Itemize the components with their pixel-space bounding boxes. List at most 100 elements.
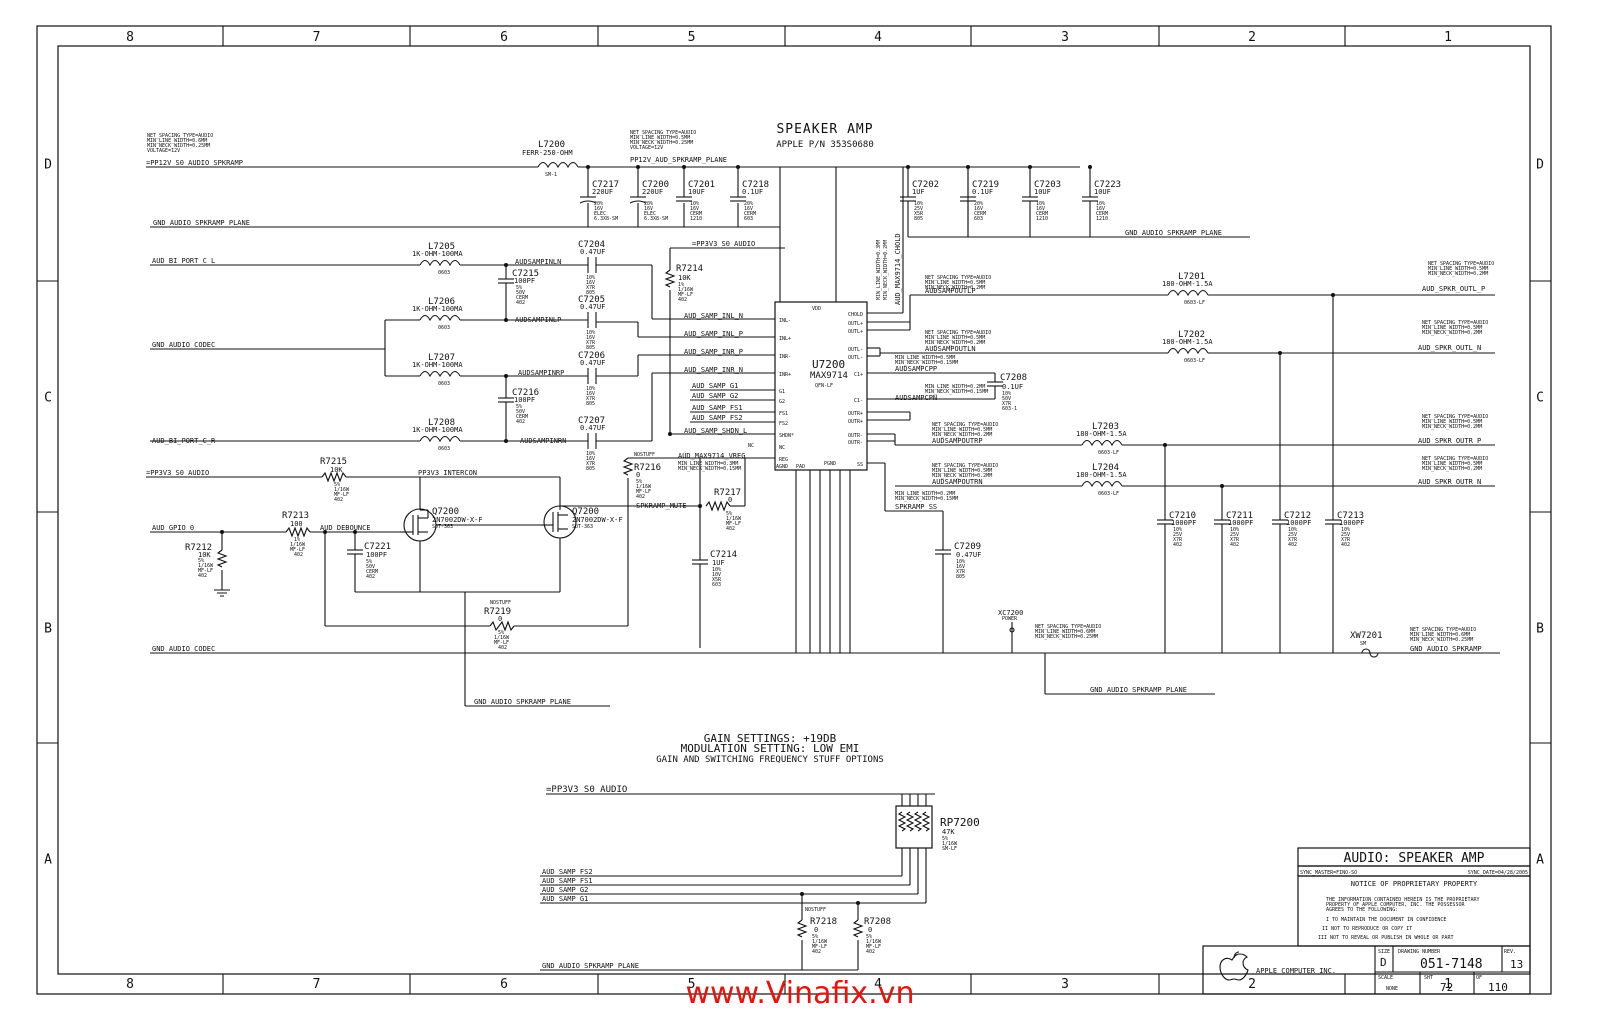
svg-text:16V: 16V bbox=[1036, 206, 1045, 212]
svg-text:CERM: CERM bbox=[516, 295, 528, 301]
svg-text:10%: 10% bbox=[1288, 527, 1297, 533]
svg-text:180-OHM-1.5A: 180-OHM-1.5A bbox=[1076, 471, 1127, 479]
net-note: MIN_LINE_WIDTH=0.5MM bbox=[1422, 325, 1482, 331]
svg-text:20%: 20% bbox=[644, 201, 653, 207]
svg-text:1%: 1% bbox=[678, 282, 684, 288]
net-vreg: AUD_MAX9714_VREG bbox=[678, 452, 745, 460]
part-number: APPLE P/N 353S0680 bbox=[776, 140, 874, 150]
title-block: AUDIO: SPEAKER AMP SYNC_MASTER=FINO-SO S… bbox=[1202, 847, 1531, 995]
svg-text:5%: 5% bbox=[726, 511, 732, 517]
svg-text:OF: OF bbox=[1476, 975, 1482, 981]
col-marker-bottom: 7 bbox=[313, 977, 321, 992]
svg-text:CERM: CERM bbox=[1096, 211, 1108, 217]
svg-text:0: 0 bbox=[728, 496, 732, 504]
net-samp-g2: AUD_SAMP_G2 bbox=[692, 392, 738, 400]
svg-text:0.47UF: 0.47UF bbox=[580, 248, 605, 256]
svg-text:L7200: L7200 bbox=[538, 140, 565, 150]
ic-pin-label: G1 bbox=[779, 389, 785, 395]
svg-text:1/16W: 1/16W bbox=[334, 487, 350, 493]
svg-text:0603: 0603 bbox=[438, 446, 450, 452]
svg-text:APPLE COMPUTER INC.: APPLE COMPUTER INC. bbox=[1256, 967, 1336, 975]
svg-text:SCALE: SCALE bbox=[1378, 975, 1393, 981]
svg-text:10%: 10% bbox=[1036, 201, 1045, 207]
net-note: MIN_LINE_WIDTH=0.5MM bbox=[1422, 419, 1482, 425]
net-note: MIN_NECK_WIDTH=0.25MM bbox=[630, 140, 693, 146]
svg-text:PROPERTY OF APPLE COMPUTER, IN: PROPERTY OF APPLE COMPUTER, INC. THE POS… bbox=[1326, 902, 1465, 908]
col-marker-top: 1 bbox=[1444, 30, 1452, 45]
row-marker-left: A bbox=[44, 853, 52, 868]
svg-text:SYNC_MASTER=FINO-SO: SYNC_MASTER=FINO-SO bbox=[1300, 870, 1357, 876]
net-inrn: AUDSAMPINRN bbox=[520, 437, 566, 445]
net-samp-fs2-bottom: AUD_SAMP_FS2 bbox=[542, 868, 593, 876]
net-outlp: AUDSAMPOUTLP bbox=[925, 287, 976, 295]
ic-pin-label: OUTR+ bbox=[848, 411, 863, 417]
svg-text:D: D bbox=[1380, 956, 1387, 969]
svg-text:R7218: R7218 bbox=[810, 917, 837, 927]
net-note: MIN_NECK_WIDTH=0.2MM bbox=[1422, 424, 1482, 430]
svg-text:10%: 10% bbox=[1230, 527, 1239, 533]
net-note: NET_SPACING_TYPE=AUDIO bbox=[1428, 261, 1494, 267]
net-note: MIN_NECK_WIDTH=0.2MM bbox=[1422, 466, 1482, 472]
svg-text:CERM: CERM bbox=[744, 211, 756, 217]
svg-text:MF-LF: MF-LF bbox=[678, 292, 693, 298]
svg-text:SM-1: SM-1 bbox=[545, 172, 557, 178]
svg-text:5%: 5% bbox=[334, 482, 340, 488]
svg-text:50V: 50V bbox=[1002, 396, 1011, 402]
svg-text:VDD: VDD bbox=[812, 306, 821, 312]
net-inrp: AUDSAMPINRP bbox=[518, 369, 564, 377]
resistor-R7218: NOSTUFF R7218 0 5% 1/16W MF-LF 402 bbox=[796, 907, 837, 955]
svg-text:0.1UF: 0.1UF bbox=[1002, 383, 1023, 391]
net-note: NET_SPACING_TYPE=AUDIO bbox=[932, 422, 998, 428]
col-marker-bottom: 2 bbox=[1248, 977, 1256, 992]
svg-text:16V: 16V bbox=[586, 456, 595, 462]
svg-text:20%: 20% bbox=[974, 201, 983, 207]
row-marker-right: B bbox=[1536, 622, 1544, 637]
net-note: MIN_LINE_WIDTH=0.6MM bbox=[1410, 632, 1470, 638]
ic-U7200: U7200 MAX9714 QFN-LF VDD INL-INL+INR-INR… bbox=[774, 301, 868, 471]
svg-text:X5R: X5R bbox=[914, 211, 924, 217]
svg-text:603: 603 bbox=[712, 582, 721, 588]
svg-text:5%: 5% bbox=[636, 479, 642, 485]
net-note: NET_SPACING_TYPE=AUDIO bbox=[932, 463, 998, 469]
svg-text:180-OHM-1.5A: 180-OHM-1.5A bbox=[1162, 280, 1213, 288]
svg-text:603: 603 bbox=[744, 216, 753, 222]
net-outrp: AUDSAMPOUTRP bbox=[932, 437, 983, 445]
net-note: MIN_LINE_WIDTH=0.6MM bbox=[1035, 629, 1095, 635]
svg-text:C7206: C7206 bbox=[578, 351, 605, 361]
row-marker-right: D bbox=[1536, 158, 1544, 173]
svg-text:NONE: NONE bbox=[1386, 986, 1398, 992]
svg-text:72: 72 bbox=[1440, 981, 1453, 994]
svg-text:5%: 5% bbox=[866, 934, 872, 940]
net-gpio: AUD_GPIO_0 bbox=[152, 524, 194, 532]
net-samp-inr-p: AUD_SAMP_INR_P bbox=[684, 348, 743, 356]
svg-text:CERM: CERM bbox=[974, 211, 986, 217]
pin-agnd-label: AGND bbox=[776, 464, 788, 470]
ic-pin-label: C1- bbox=[854, 398, 863, 404]
short-XW7201: XW7201 SM bbox=[1350, 631, 1383, 658]
svg-text:FERR-250-OHM: FERR-250-OHM bbox=[522, 149, 573, 157]
svg-text:16V: 16V bbox=[594, 206, 603, 212]
svg-text:X7R: X7R bbox=[586, 461, 596, 467]
net-note: MIN_NECK_WIDTH=0.2MM bbox=[883, 240, 889, 300]
svg-text:25V: 25V bbox=[1341, 532, 1350, 538]
svg-text:C7209: C7209 bbox=[954, 542, 981, 552]
svg-text:C7212: C7212 bbox=[1284, 511, 1311, 521]
watermark: www.Vinafix.vn bbox=[685, 976, 915, 1011]
svg-text:DRAWING NUMBER: DRAWING NUMBER bbox=[1398, 949, 1441, 955]
svg-text:47K: 47K bbox=[942, 828, 955, 836]
ic-pin-label: CHOLD bbox=[848, 312, 863, 318]
svg-text:25V: 25V bbox=[914, 206, 923, 212]
net-note: MIN_LINE_WIDTH=0.5MM bbox=[630, 135, 690, 141]
ground-symbol bbox=[214, 589, 230, 597]
ic-pin-label: INL- bbox=[779, 318, 791, 324]
net-note: MIN_NECK_WIDTH=0.2MM bbox=[932, 473, 992, 479]
svg-text:C7219: C7219 bbox=[972, 180, 999, 190]
svg-text:5%: 5% bbox=[942, 836, 948, 842]
svg-text:0.47UF: 0.47UF bbox=[580, 359, 605, 367]
